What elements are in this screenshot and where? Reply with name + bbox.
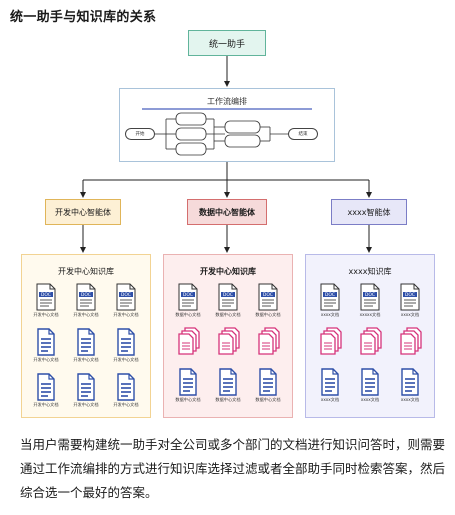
text-file-icon [37,373,55,401]
svg-text:DOC: DOC [183,292,193,298]
text-file-icon [321,368,339,396]
doc-label: 开发中心文档 [33,357,59,362]
text-file-icon [37,328,55,356]
description-text: 当用户需要构建统一助手对全公司或多个部门的文档进行知识问答时，则需要通过工作流编… [20,437,446,500]
stacked-files-icon [360,327,382,355]
svg-text:DOC: DOC [365,292,375,298]
text-file-icon [219,368,237,396]
doc-label: xxxxx文档 [359,312,381,317]
xxxx-agent: xxxx智能体 [331,199,407,225]
doc-label: 数据中心文档 [255,397,281,402]
diagram-title: 统一助手与知识库的关系 [10,10,157,25]
dev-center-agent: 开发中心智能体 [45,199,121,225]
text-file-icon [117,328,135,356]
dev-center-agent-label: 开发中心智能体 [55,207,111,217]
xxxx-knowledge-base: xxxx知识库 DOC xxxx文档 DOC xxxxx文档 DOC xxxx文档 xxxx… [305,254,435,418]
doc-file-icon: DOC [178,283,198,311]
doc-label: 开发中心文档 [113,312,139,317]
svg-text:DOC: DOC [81,292,91,298]
workflow-end: 结束 [288,128,318,140]
doc-file-icon: DOC [116,283,136,311]
doc-file-icon: DOC [360,283,380,311]
stacked-files-icon [258,327,280,355]
doc-label: 开发中心文档 [113,402,139,407]
workflow-title: 工作流编排 [207,97,247,106]
text-file-icon [77,328,95,356]
svg-text:DOC: DOC [325,292,335,298]
svg-text:DOC: DOC [121,292,131,298]
stacked-files-icon [320,327,342,355]
unified-assistant-node: 统一助手 [188,30,266,56]
doc-label: 开发中心文档 [73,357,99,362]
doc-file-icon: DOC [320,283,340,311]
doc-label: xxxx文档 [320,397,340,402]
text-file-icon [179,368,197,396]
workflow-graph [155,112,288,156]
doc-label: xxxx文档 [320,312,340,317]
workflow-start: 开始 [125,128,155,140]
doc-label: 开发中心文档 [113,357,139,362]
doc-file-icon: DOC [258,283,278,311]
doc-label: 数据中心文档 [175,312,201,317]
svg-text:DOC: DOC [405,292,415,298]
text-file-icon [77,373,95,401]
kb-title: 开发中心知识库 [200,267,256,276]
text-file-icon [361,368,379,396]
stacked-files-icon [218,327,240,355]
svg-text:DOC: DOC [41,292,51,298]
svg-text:DOC: DOC [263,292,273,298]
kb-title: xxxx知识库 [348,267,392,276]
doc-file-icon: DOC [36,283,56,311]
doc-file-icon: DOC [218,283,238,311]
svg-text:DOC: DOC [223,292,233,298]
doc-file-icon: DOC [76,283,96,311]
doc-label: 开发中心文档 [73,312,99,317]
data-center-agent: 数据中心智能体 [187,199,267,225]
doc-label: 数据中心文档 [215,397,241,402]
doc-label: 开发中心文档 [73,402,99,407]
stacked-files-icon [400,327,422,355]
text-file-icon [259,368,277,396]
unified-assistant-label: 统一助手 [208,39,245,50]
data-center-agent-label: 数据中心智能体 [199,207,255,217]
text-file-icon [401,368,419,396]
text-file-icon [117,373,135,401]
stacked-files-icon [178,327,200,355]
doc-label: 开发中心文档 [33,312,59,317]
doc-label: 数据中心文档 [175,397,201,402]
workflow-box: 工作流编排 开始 [119,88,335,162]
doc-label: 数据中心文档 [215,312,241,317]
doc-label: 数据中心文档 [255,312,281,317]
workflow-divider [142,108,312,110]
doc-label: xxxx文档 [400,312,420,317]
doc-label: 开发中心文档 [33,402,59,407]
doc-label: xxxx文档 [360,397,380,402]
kb-title: 开发中心知识库 [58,267,114,276]
xxxx-agent-label: xxxx智能体 [347,207,391,217]
doc-label: xxxx文档 [400,397,420,402]
doc-file-icon: DOC [400,283,420,311]
